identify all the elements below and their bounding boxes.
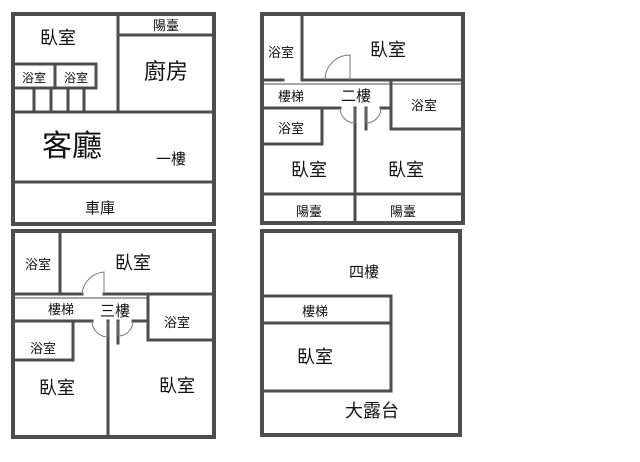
- floor-3-outline: [11, 229, 216, 439]
- floor-1-plan: 臥室 陽臺 廚房 浴室 浴室 客廳 一樓 車庫: [11, 12, 216, 226]
- room-label-bedroom: 臥室: [40, 28, 76, 49]
- room-label-garage: 車庫: [85, 199, 115, 217]
- room-label-bath: 浴室: [64, 70, 88, 85]
- room-label-bedroom: 臥室: [297, 347, 333, 368]
- floor-1-outline: [11, 12, 216, 226]
- room-label-bath: 浴室: [25, 257, 51, 273]
- floor-4-outline: [260, 229, 462, 437]
- room-label-bath: 浴室: [411, 98, 437, 114]
- room-label-balcony: 陽臺: [296, 205, 322, 220]
- floor-3-plan: 浴室 臥室 樓梯 三樓 浴室 浴室 臥室 臥室: [11, 229, 216, 439]
- room-label-bedroom: 臥室: [388, 160, 424, 181]
- door-swing: [324, 54, 351, 81]
- room-label-balcony: 陽臺: [153, 19, 179, 34]
- door-swing: [81, 271, 105, 295]
- door-swing: [339, 107, 356, 124]
- floor-2-outline: [260, 12, 465, 225]
- floor-label: 一樓: [156, 150, 186, 168]
- room-label-bedroom: 臥室: [159, 376, 195, 397]
- floor-4-plan: 四樓 樓梯 臥室 大露台: [260, 229, 462, 437]
- room-label-bath: 浴室: [30, 341, 56, 357]
- floor-2-plan: 浴室 臥室 樓梯 二樓 浴室 浴室 臥室 臥室 陽臺 陽臺: [260, 12, 465, 225]
- room-label-stairs: 樓梯: [302, 305, 328, 320]
- room-label-living: 客廳: [42, 129, 102, 164]
- room-label-bedroom: 臥室: [370, 40, 406, 61]
- room-label-bath: 浴室: [268, 45, 294, 61]
- floor-label: 二樓: [341, 87, 371, 105]
- room-label-bath: 浴室: [22, 70, 46, 85]
- room-label-bath: 浴室: [164, 315, 190, 331]
- room-label-bath: 浴室: [278, 121, 304, 137]
- room-label-terrace: 大露台: [345, 401, 399, 422]
- door-swing: [365, 107, 382, 124]
- floor-label: 四樓: [349, 263, 379, 281]
- room-label-bedroom: 臥室: [115, 253, 151, 274]
- room-label-kitchen: 廚房: [144, 60, 188, 85]
- room-label-bedroom: 臥室: [39, 378, 75, 399]
- floor-label: 三樓: [100, 302, 130, 320]
- room-label-balcony: 陽臺: [390, 205, 416, 220]
- door-swing: [91, 320, 109, 338]
- room-label-stairs: 樓梯: [48, 303, 74, 318]
- room-label-bedroom: 臥室: [291, 160, 327, 181]
- room-label-stairs: 樓梯: [278, 90, 304, 105]
- door-swing: [117, 320, 134, 337]
